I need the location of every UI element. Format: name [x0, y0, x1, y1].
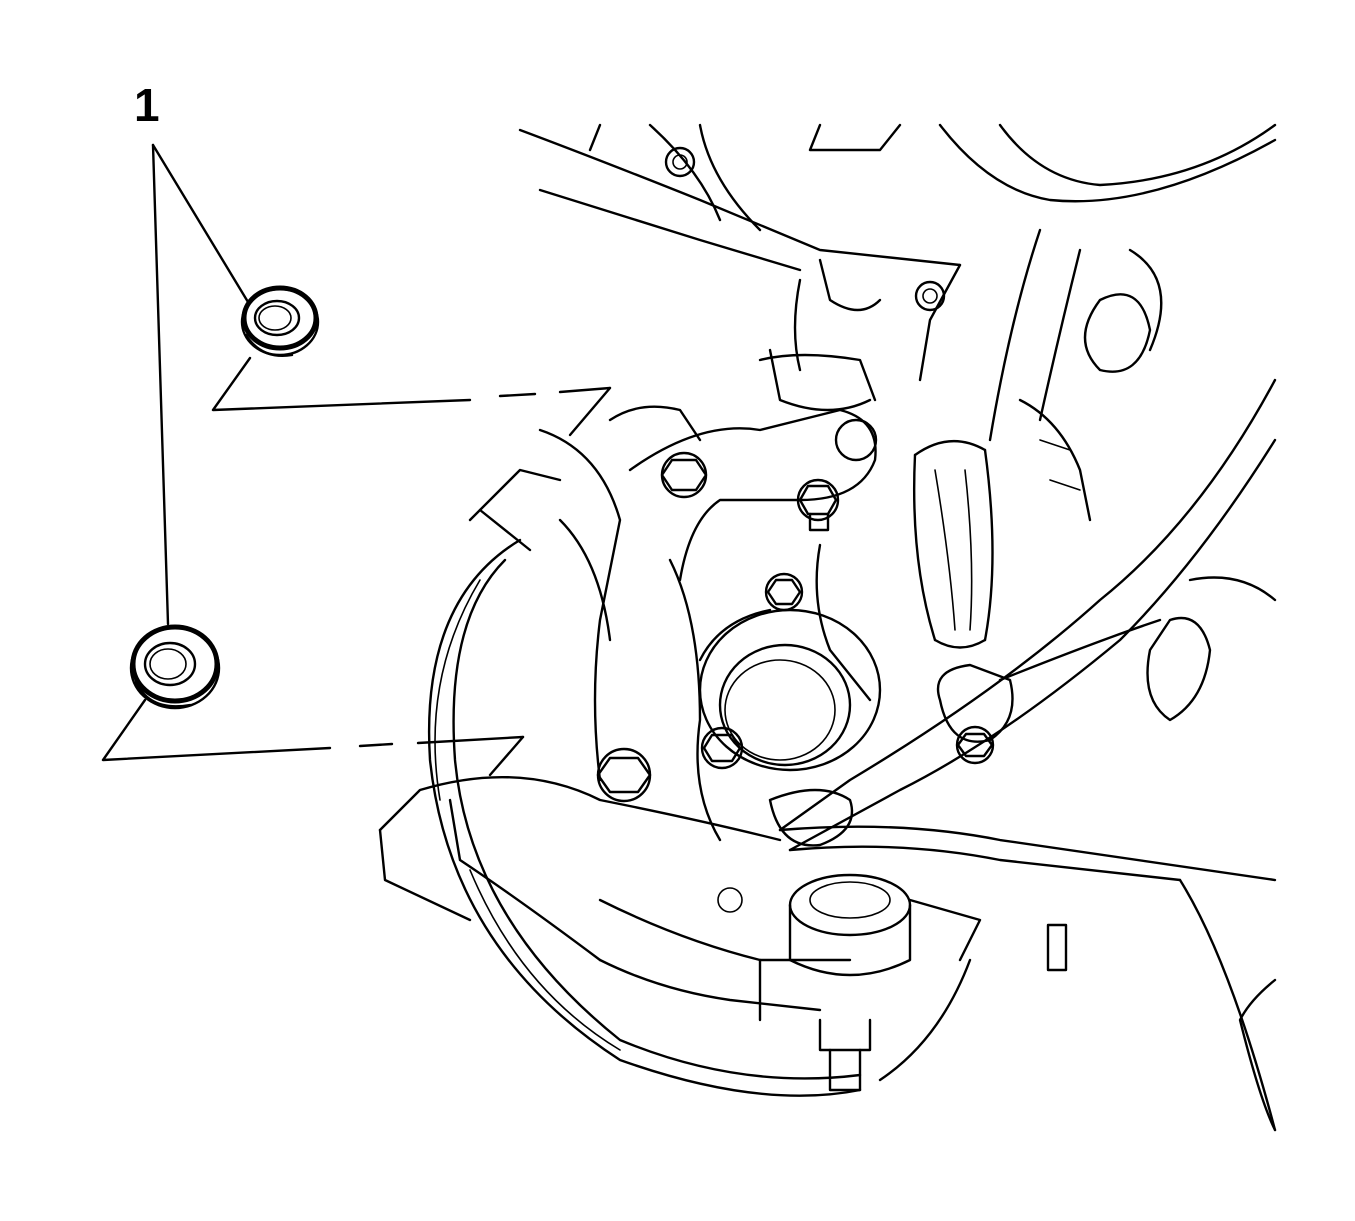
strut-assembly — [912, 228, 1163, 649]
installation-guide-lines — [101, 356, 612, 777]
callout-leader-lines — [151, 143, 250, 626]
right-structure — [1018, 398, 1277, 1132]
bolt-upper-mid — [796, 478, 840, 532]
callout-number: 1 — [134, 79, 160, 131]
bolt-control-arm — [955, 725, 995, 765]
bolt-lower-left — [596, 747, 652, 803]
steering-knuckle — [468, 258, 882, 842]
bolt-upper-left — [660, 451, 708, 499]
knuckle-bolts — [596, 451, 995, 803]
tie-rod — [768, 543, 872, 847]
upper-frame — [518, 123, 1277, 382]
lower-bracket — [378, 775, 982, 1092]
brake-rotor — [427, 538, 972, 1097]
bolt-center — [764, 572, 804, 612]
washer-seal-lower — [129, 624, 221, 710]
bolt-lower-mid — [700, 726, 744, 770]
washer-seal-upper — [240, 285, 320, 357]
wheel-hub-bearing — [698, 608, 882, 772]
lower-control-arm — [778, 378, 1277, 1132]
